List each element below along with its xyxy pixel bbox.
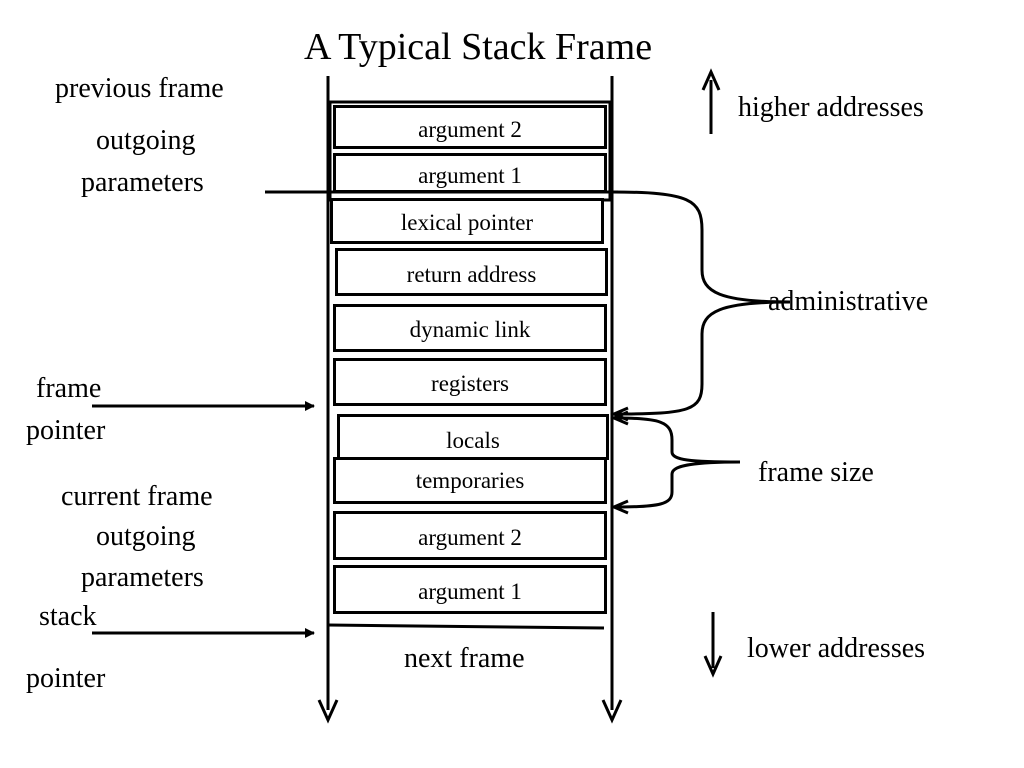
cell-registers: registers xyxy=(333,358,607,406)
label-current-frame: current frame xyxy=(61,481,213,512)
label-stack-pointer: pointer xyxy=(26,663,106,694)
cell-dynamic-link: dynamic link xyxy=(333,304,607,352)
cell-label: argument 1 xyxy=(418,163,522,188)
label-parameters-lower: parameters xyxy=(81,562,204,593)
cell-label: registers xyxy=(431,371,509,396)
administrative-brace xyxy=(611,190,791,416)
label-parameters-upper: parameters xyxy=(81,167,204,198)
label-frame: frame xyxy=(36,373,102,404)
stack-right-rail xyxy=(601,76,623,724)
label-lower-addresses: lower addresses xyxy=(747,633,926,664)
cell-temporaries: temporaries xyxy=(333,457,607,504)
cell-argument-2-current: argument 2 xyxy=(333,511,607,560)
cell-locals: locals xyxy=(337,414,609,460)
label-higher-addresses: higher addresses xyxy=(738,92,924,123)
cell-label: lexical pointer xyxy=(400,210,534,235)
label-frame-pointer: pointer xyxy=(26,415,106,446)
label-frame-size: frame size xyxy=(758,457,874,488)
stack-left-rail xyxy=(317,76,339,724)
cell-label: locals xyxy=(446,428,500,453)
cell-argument-2-previous: argument 2 xyxy=(333,105,607,149)
cell-argument-1-previous: argument 1 xyxy=(333,153,607,193)
page-title: A Typical Stack Frame xyxy=(304,26,653,68)
label-previous-frame: previous frame xyxy=(55,73,224,104)
cell-label: return address xyxy=(406,262,537,287)
cell-label: dynamic link xyxy=(409,317,531,342)
frame-size-brace xyxy=(615,416,741,509)
cell-label: argument 2 xyxy=(418,525,522,550)
cell-return-address: return address xyxy=(335,248,608,296)
cell-label: argument 2 xyxy=(418,117,522,142)
cell-label: temporaries xyxy=(415,468,525,493)
up-arrow-icon xyxy=(701,68,721,134)
label-outgoing-upper: outgoing xyxy=(96,125,196,156)
label-stack: stack xyxy=(39,601,97,632)
label-next-frame: next frame xyxy=(404,643,525,674)
down-arrow-icon xyxy=(703,612,723,678)
cell-argument-1-current: argument 1 xyxy=(333,565,607,614)
cell-label: argument 1 xyxy=(418,579,522,604)
cell-lexical-pointer: lexical pointer xyxy=(330,198,604,244)
next-frame-separator xyxy=(327,623,605,630)
label-administrative: administrative xyxy=(768,286,929,317)
label-outgoing-lower: outgoing xyxy=(96,521,196,552)
